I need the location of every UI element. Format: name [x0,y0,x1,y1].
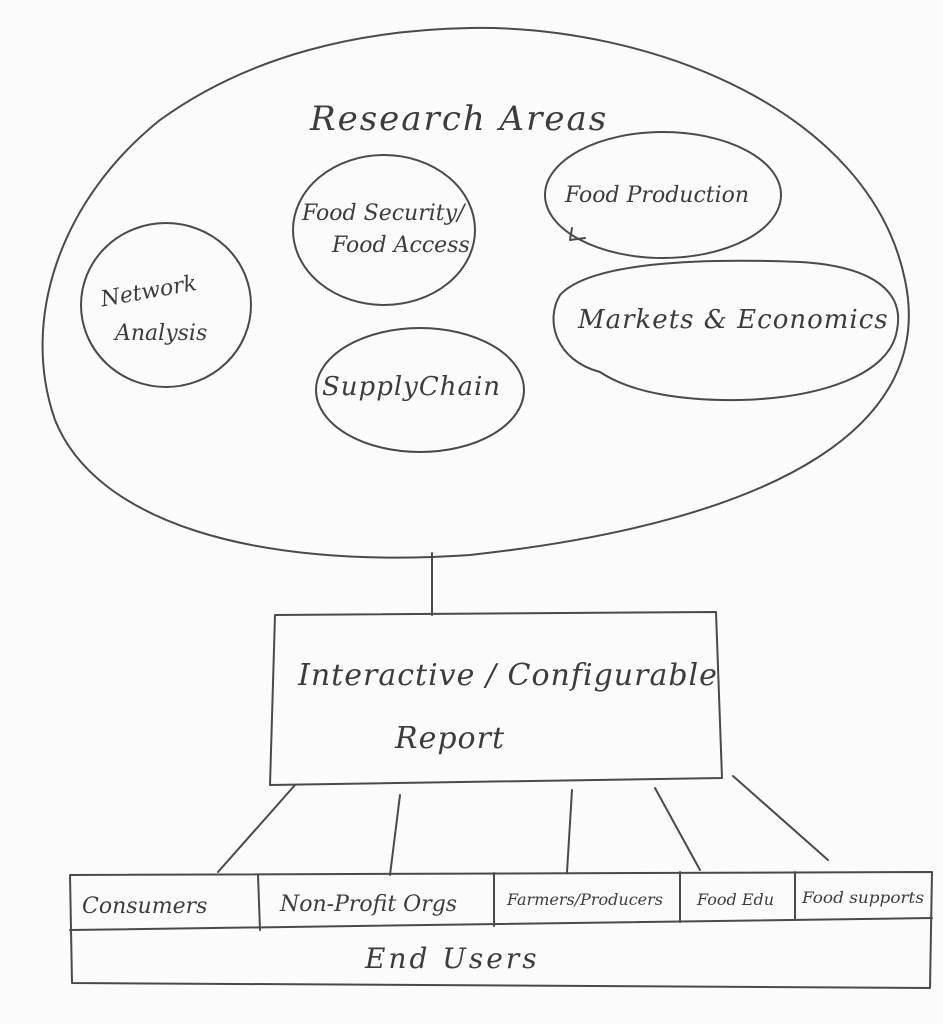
research-areas-ellipse [41,26,910,559]
user-food-supports: Food supports [801,888,924,907]
food-production-bubble [544,131,782,259]
end-users-group: End Users Consumers Non-Profit Orgs Farm… [69,871,933,989]
food-production-tick [569,227,586,241]
network-analysis-label-line2: Analysis [113,321,207,346]
report-user-connectors [217,775,829,876]
end-users-divider [69,917,933,931]
food-security-label-line2: Food Access [331,233,470,258]
connector-consumers [217,784,296,873]
research-areas-group: Research Areas Food Security/ Food Acces… [41,26,910,559]
connector-nonprofit [389,794,401,876]
connector-food-edu [654,787,701,871]
markets-economics-label: Markets & Economics [577,305,889,335]
food-security-bubble [292,154,476,306]
food-production-label: Food Production [564,183,749,208]
supply-chain-bubble [315,327,525,453]
end-users-label: End Users [364,942,540,975]
separator-1 [257,874,261,931]
food-security-label-line1: Food Security/ [301,201,467,226]
user-nonprofit: Non-Profit Orgs [279,892,457,917]
connector-farmers [566,789,573,873]
connector-food-supports [732,775,829,861]
end-users-container [69,871,933,989]
report-group: Interactive / Configurable Report [269,611,723,786]
user-food-edu: Food Edu [696,890,774,909]
network-analysis-label-line1: Network [98,271,199,313]
user-consumers: Consumers [82,894,207,919]
user-farmers: Farmers/Producers [506,890,663,909]
network-analysis-bubble [80,222,252,388]
research-areas-title: Research Areas [309,99,608,139]
markets-economics-bubble [552,259,900,402]
supply-chain-label: SupplyChain [322,372,501,402]
report-label-line2: Report [394,721,505,756]
report-box [269,611,723,786]
report-label-line1: Interactive / Configurable [297,658,718,693]
